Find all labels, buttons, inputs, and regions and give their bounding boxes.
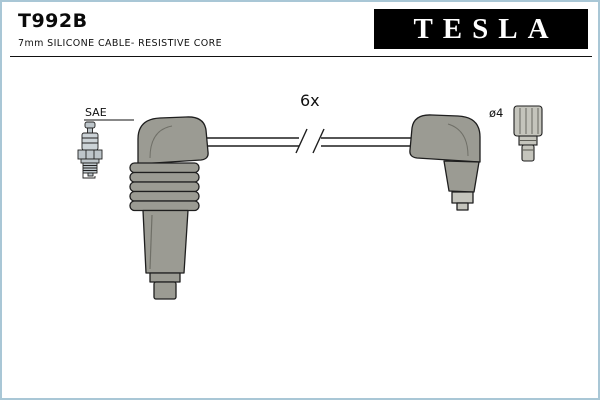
ignition-cable-diagram: SAE 6x <box>77 91 543 300</box>
tesla-brand-logo: TESLA <box>374 9 588 49</box>
break-mark <box>312 128 325 154</box>
part-number: T992B <box>18 10 88 32</box>
break-mark <box>295 128 308 154</box>
terminal-detail-drawing: ø4 <box>489 105 543 162</box>
right-boot-drawing <box>409 114 481 211</box>
quantity-label: 6x <box>300 91 320 110</box>
header-divider <box>10 56 592 57</box>
terminal-diameter-label: ø4 <box>489 106 503 120</box>
left-boot-drawing <box>129 116 209 300</box>
cable-drawing <box>207 128 412 154</box>
spark-plug-drawing: SAE <box>77 106 134 179</box>
sae-label: SAE <box>85 106 107 119</box>
product-subtitle: 7mm SILICONE CABLE- RESISTIVE CORE <box>18 38 223 49</box>
